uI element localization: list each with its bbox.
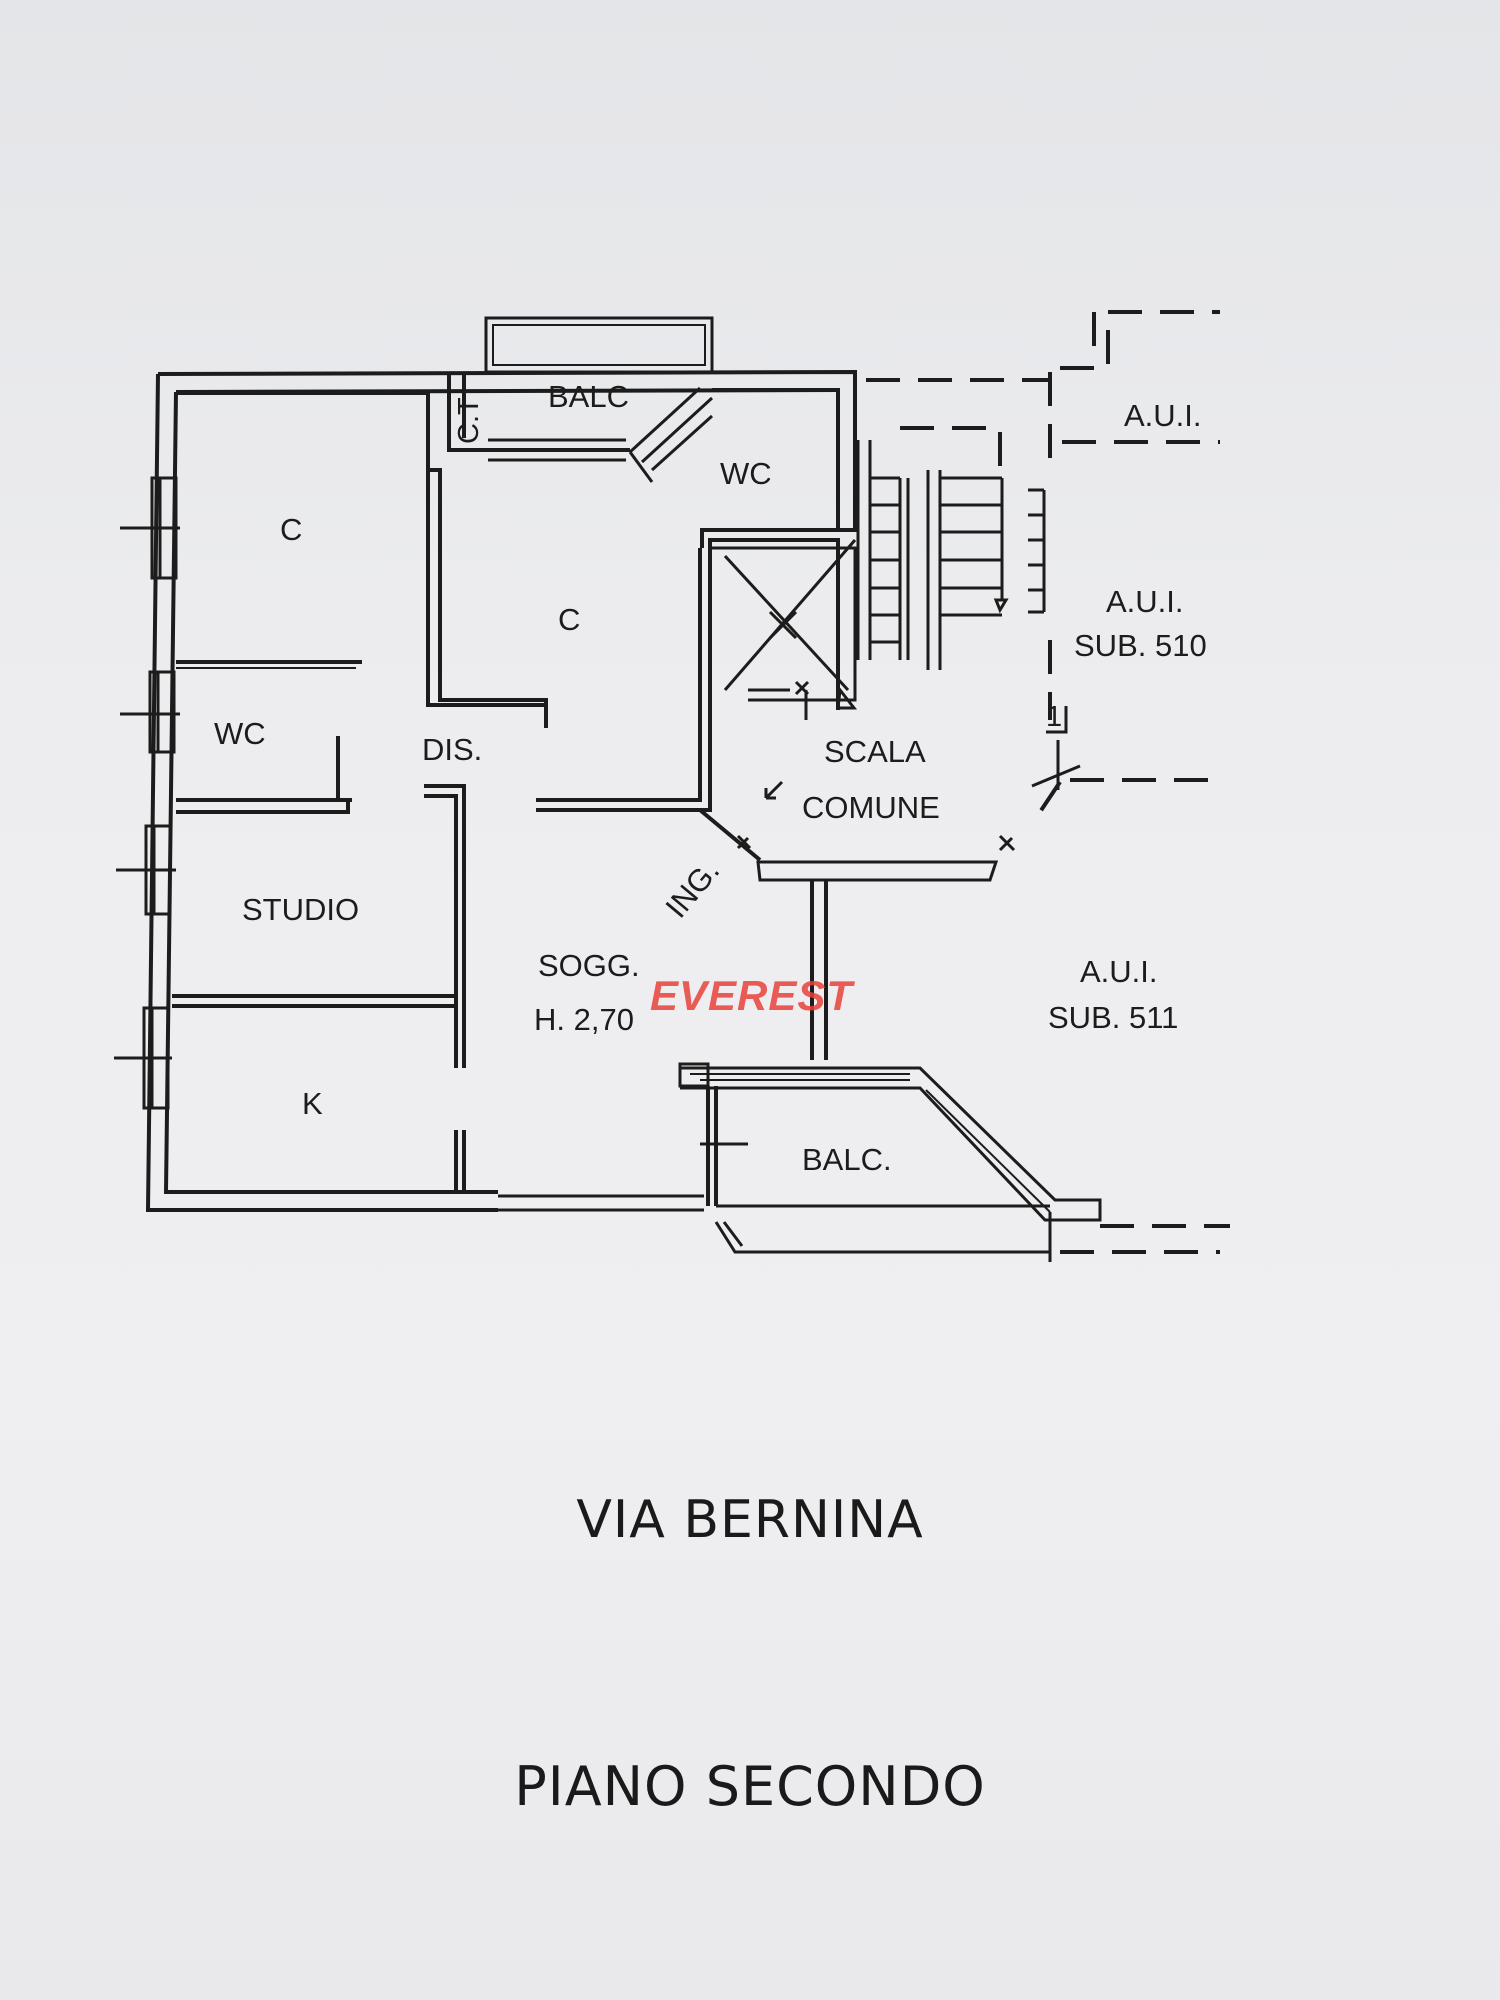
street-caption: VIA BERNINA bbox=[576, 1490, 924, 1550]
label-wc-top: WC bbox=[720, 456, 772, 491]
label-ing: ING. bbox=[659, 853, 727, 924]
windows bbox=[114, 476, 180, 1110]
label-k: K bbox=[302, 1086, 323, 1121]
label-balc-top: BALC bbox=[548, 379, 629, 414]
label-c-center: C bbox=[558, 602, 580, 637]
label-c-left: C bbox=[280, 512, 302, 547]
label-dis: DIS. bbox=[422, 732, 482, 767]
label-aui-top: A.U.I. bbox=[1124, 398, 1202, 433]
neighbour-units bbox=[866, 310, 1230, 1254]
label-aui-510: A.U.I. bbox=[1106, 584, 1184, 619]
label-sub-510: SUB. 510 bbox=[1074, 628, 1207, 663]
walls bbox=[145, 316, 1102, 1262]
staircase bbox=[710, 440, 1046, 720]
label-sogg: SOGG. bbox=[538, 948, 640, 983]
label-ct: C.T bbox=[453, 397, 485, 444]
label-aui-511: A.U.I. bbox=[1080, 954, 1158, 989]
label-studio: STUDIO bbox=[242, 892, 359, 927]
label-stair-mark: 1 bbox=[1046, 701, 1062, 733]
label-sub-511: SUB. 511 bbox=[1048, 1000, 1178, 1035]
watermark-logo: EVEREST bbox=[650, 972, 855, 1019]
label-comune: COMUNE bbox=[802, 790, 940, 825]
label-scala: SCALA bbox=[824, 734, 926, 769]
floor-caption: PIANO SECONDO bbox=[514, 1755, 986, 1818]
label-height: H. 2,70 bbox=[534, 1002, 634, 1037]
label-wc-left: WC bbox=[214, 716, 266, 751]
label-balc-bottom: BALC. bbox=[802, 1142, 892, 1177]
